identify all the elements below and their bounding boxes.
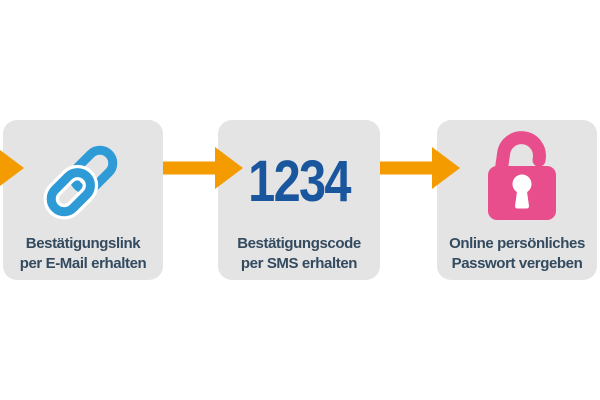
step-card-sms-code: 1234 Bestätigungscode per SMS erhalten — [218, 120, 380, 280]
flow-arrow-step1-to-step2-icon — [163, 147, 243, 189]
step-label-sms-code: Bestätigungscode per SMS erhalten — [213, 234, 385, 274]
step-label-line2: Passwort vergeben — [451, 255, 583, 272]
step-label-line2: per SMS erhalten — [240, 255, 358, 272]
chain-link-icon — [43, 145, 118, 220]
step-label-line2: per E-Mail erhalten — [19, 255, 147, 272]
step-card-email-link: Bestätigungslink per E-Mail erhalten — [3, 120, 163, 280]
step-label-set-password: Online persönliches Passwort vergeben — [432, 234, 600, 274]
step-card-set-password: Online persönliches Passwort vergeben — [437, 120, 597, 280]
step-label-email-link: Bestätigungslink per E-Mail erhalten — [0, 234, 168, 274]
flow-arrow-in-icon — [0, 150, 24, 186]
step-label-line1: Bestätigungslink — [25, 235, 141, 252]
step-label-line1: Bestätigungscode — [237, 235, 361, 252]
open-padlock-icon — [488, 131, 556, 220]
flow-arrow-step2-to-step3-icon — [380, 147, 460, 189]
step-label-line1: Online persönliches — [449, 235, 585, 252]
sms-code-digits: 1234 — [248, 149, 351, 214]
